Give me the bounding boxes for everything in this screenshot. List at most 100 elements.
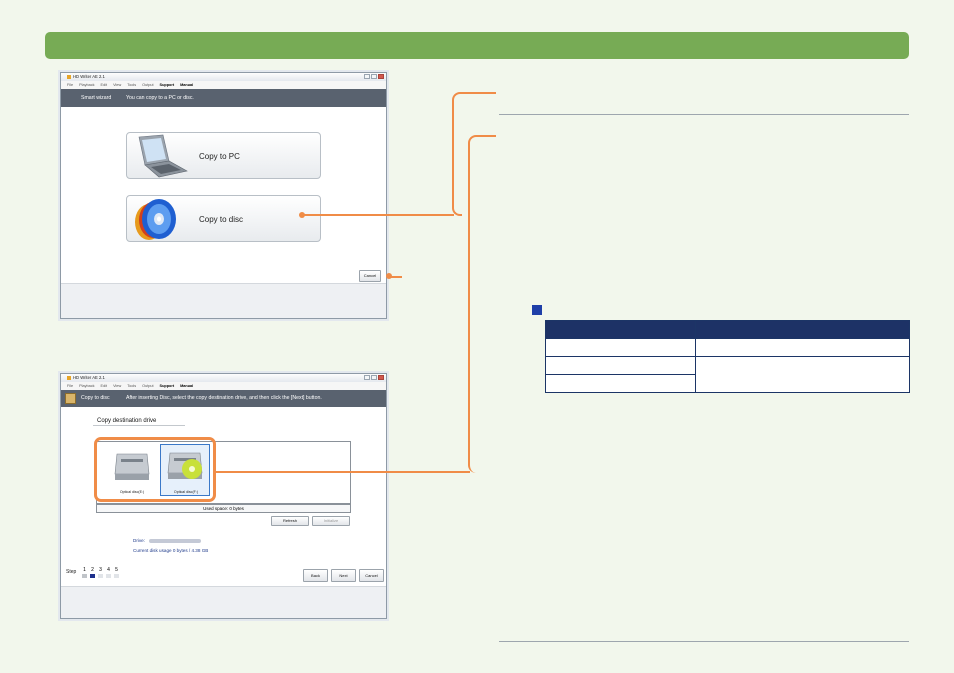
header-text: You can copy to a PC or disc. [126,95,194,101]
callout-drive-highlight [94,437,216,502]
optical-drive-disc-icon [167,452,203,479]
menu-bar: File Playback Edit View Tools Output Support Ma… [61,81,386,89]
callout-line-copy-disc-v [452,92,462,216]
back-button[interactable]: Back [303,569,328,582]
section-marker-icon [532,305,542,315]
initialize-button: Initialize [312,516,350,526]
menu-file[interactable]: File [67,83,74,87]
drive-label-e: Optical disc(E:) [119,490,145,494]
smart-wizard-window: HD Writer AE 2.1 File Playback Edit View Too… [60,72,387,319]
menu-support[interactable]: Support [159,83,175,87]
step-2: 2 [89,567,96,578]
next-button[interactable]: Next [331,569,356,582]
table-header-row [545,320,910,339]
step-1: 1 [81,567,88,578]
disk-usage: Current disk usage 0 bytes / 4.38 GB [133,548,209,553]
info-table [545,320,910,393]
copy-disc-header-icon [65,393,76,404]
callout-line-drive-v [468,135,478,473]
table-cell [695,338,910,357]
copy-to-disc-label: Copy to disc [199,215,244,224]
table-row [545,338,910,357]
used-space-text: Used space: 0 bytes [203,506,244,511]
callout-line-drive-h2 [476,135,496,137]
drive-item-e[interactable]: Optical disc(E:) [107,446,157,496]
minimize-icon[interactable] [364,375,370,380]
maximize-icon[interactable] [371,74,377,79]
menu-tools[interactable]: Tools [127,384,137,388]
menu-edit[interactable]: Edit [100,83,108,87]
step-1-box [82,574,87,578]
menu-playback[interactable]: Playback [79,384,95,388]
table-header-cell [545,320,696,339]
menu-view[interactable]: View [113,83,122,87]
refresh-button[interactable]: Refresh [271,516,309,526]
callout-line-copy-disc-h2 [460,92,496,94]
divider-bottom [499,641,909,642]
section-title: Copy destination drive [97,418,157,424]
table-cell [545,356,696,375]
step-3-box [98,574,103,578]
menu-manual[interactable]: Manual [180,83,194,87]
app-icon [67,375,71,380]
step-4: 4 [105,567,112,578]
cancel-button[interactable]: Cancel [359,270,381,282]
minimize-icon[interactable] [364,74,370,79]
header-title: Copy to disc [81,395,110,401]
drive-label: Drive: [133,538,145,543]
menu-view[interactable]: View [113,384,122,388]
copy-to-disc-button[interactable]: Copy to disc [126,195,321,242]
step-label: Step [66,569,77,575]
copy-to-disc-window: HD Writer AE 2.1 File Playback Edit View Too… [60,373,387,619]
header-left: Smart wizard [81,95,112,101]
section-banner [45,32,909,59]
window-title: HD Writer AE 2.1 [73,74,105,79]
close-icon[interactable] [378,74,384,79]
step-indicator: 1 2 3 4 5 [81,567,120,578]
menu-output[interactable]: Output [142,384,154,388]
close-icon[interactable] [378,375,384,380]
table-row [545,374,910,393]
drive-name-blurred [149,538,202,543]
copy-to-pc-label: Copy to PC [199,152,240,161]
step-3: 3 [97,567,104,578]
maximize-icon[interactable] [371,375,377,380]
callout-dot-cancel [386,273,392,279]
table-cell [545,338,696,357]
menu-tools[interactable]: Tools [127,83,137,87]
cancel-button[interactable]: Cancel [359,569,384,582]
title-bar: HD Writer AE 2.1 [61,374,386,382]
menu-file[interactable]: File [67,384,74,388]
section-title-underline [93,425,185,426]
table-header-cell [695,320,910,339]
header-text: After inserting Disc, select the copy de… [126,395,322,401]
used-space-bar: Used space: 0 bytes [96,504,351,513]
table-cell-merged [695,356,910,393]
window-footer [61,586,386,618]
menu-support[interactable]: Support [159,384,175,388]
window-title: HD Writer AE 2.1 [73,375,105,380]
disc-icon [135,199,176,240]
divider-top [499,114,909,115]
step-5: 5 [113,567,120,578]
laptop-icon [138,134,188,178]
app-icon [67,74,71,79]
menu-manual[interactable]: Manual [180,384,194,388]
step-5-box [114,574,119,578]
drive-info: Drive: [133,538,202,543]
menu-bar: File Playback Edit View Tools Output Support Ma… [61,382,386,390]
menu-edit[interactable]: Edit [100,384,108,388]
copy-to-pc-button[interactable]: Copy to PC [126,132,321,179]
optical-drive-icon [114,453,150,480]
step-4-box [106,574,111,578]
title-bar: HD Writer AE 2.1 [61,73,386,81]
table-row [545,356,910,393]
wizard-header: Smart wizard You can copy to a PC or dis… [61,89,386,107]
drive-label-f: Optical disc(F:) [173,490,199,494]
callout-line-cancel [390,276,402,278]
menu-output[interactable]: Output [142,83,154,87]
step-2-box-current [90,574,95,578]
menu-playback[interactable]: Playback [79,83,95,87]
drive-item-f-selected[interactable]: Optical disc(F:) [160,444,210,496]
callout-line-copy-disc-h1 [302,214,454,216]
